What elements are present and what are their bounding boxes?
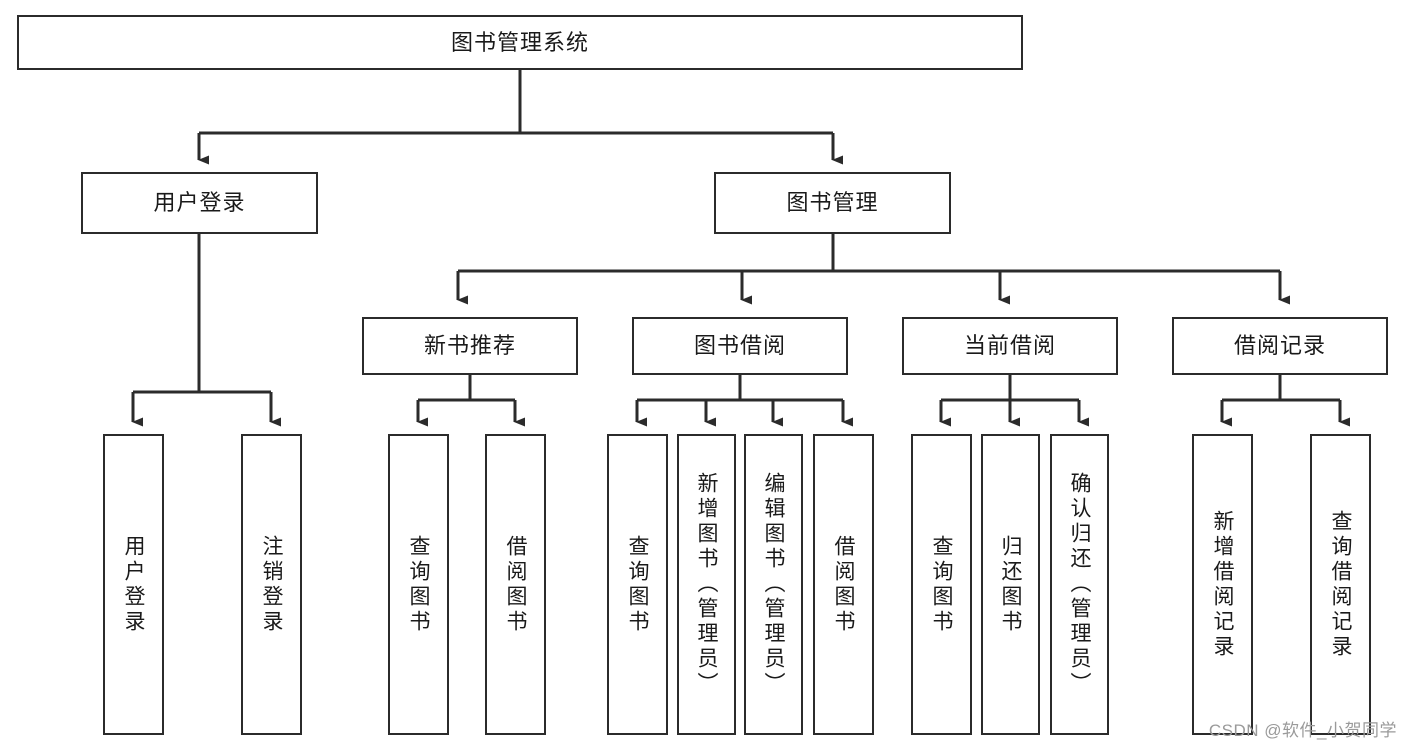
leaf-label: 查询图书 xyxy=(626,534,649,635)
node-book-borrow-label: 图书借阅 xyxy=(693,333,786,359)
leaf-label: 确认归还（管理员） xyxy=(1068,472,1091,697)
leaf-book-borrow-query[interactable]: 查询图书 xyxy=(607,434,668,735)
leaf-label: 注销登录 xyxy=(260,534,283,635)
leaf-user-login-logout[interactable]: 注销登录 xyxy=(241,434,302,735)
leaf-label: 新增图书（管理员） xyxy=(695,472,718,697)
leaf-label: 新增借阅记录 xyxy=(1211,509,1234,660)
leaf-new-book-query[interactable]: 查询图书 xyxy=(388,434,449,735)
leaf-borrow-record-add[interactable]: 新增借阅记录 xyxy=(1192,434,1253,735)
node-borrow-record-label: 借阅记录 xyxy=(1233,333,1326,359)
leaf-book-borrow-add[interactable]: 新增图书（管理员） xyxy=(677,434,736,735)
leaf-label: 借阅图书 xyxy=(832,534,855,635)
leaf-label: 用户登录 xyxy=(122,534,145,635)
node-current-borrow[interactable]: 当前借阅 xyxy=(902,317,1118,375)
leaf-label: 查询借阅记录 xyxy=(1329,509,1352,660)
leaf-user-login-login[interactable]: 用户登录 xyxy=(103,434,164,735)
leaf-borrow-record-query[interactable]: 查询借阅记录 xyxy=(1310,434,1371,735)
node-book-management[interactable]: 图书管理 xyxy=(714,172,951,234)
leaf-label: 借阅图书 xyxy=(504,534,527,635)
node-new-book-recommend-label: 新书推荐 xyxy=(423,333,516,359)
node-current-borrow-label: 当前借阅 xyxy=(963,333,1056,359)
watermark: CSDN @软件_小贺同学 xyxy=(1208,721,1397,740)
node-new-book-recommend[interactable]: 新书推荐 xyxy=(362,317,578,375)
leaf-current-borrow-return[interactable]: 归还图书 xyxy=(981,434,1040,735)
leaf-label: 查询图书 xyxy=(407,534,430,635)
leaf-book-borrow-edit[interactable]: 编辑图书（管理员） xyxy=(744,434,803,735)
node-book-borrow[interactable]: 图书借阅 xyxy=(632,317,848,375)
leaf-label: 查询图书 xyxy=(930,534,953,635)
leaf-new-book-borrow[interactable]: 借阅图书 xyxy=(485,434,546,735)
node-book-management-label: 图书管理 xyxy=(786,190,879,216)
leaf-book-borrow-borrow[interactable]: 借阅图书 xyxy=(813,434,874,735)
node-borrow-record[interactable]: 借阅记录 xyxy=(1172,317,1388,375)
leaf-label: 归还图书 xyxy=(999,534,1022,635)
leaf-current-borrow-query[interactable]: 查询图书 xyxy=(911,434,972,735)
leaf-current-borrow-confirm-return[interactable]: 确认归还（管理员） xyxy=(1050,434,1109,735)
node-root[interactable]: 图书管理系统 xyxy=(17,15,1023,70)
node-root-label: 图书管理系统 xyxy=(450,29,589,55)
leaf-label: 编辑图书（管理员） xyxy=(762,472,785,697)
node-user-login-label: 用户登录 xyxy=(153,190,246,216)
node-user-login[interactable]: 用户登录 xyxy=(81,172,318,234)
